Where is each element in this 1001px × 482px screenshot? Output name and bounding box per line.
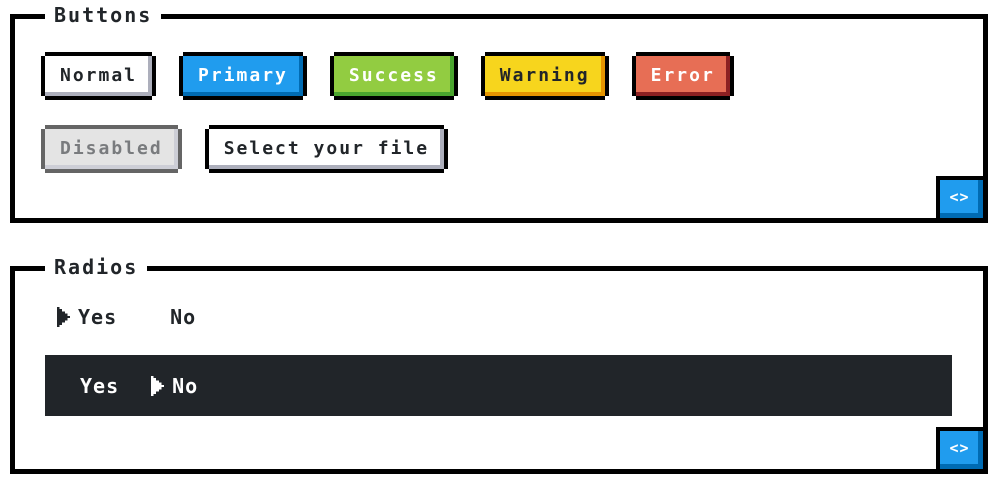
normal-button[interactable]: Normal xyxy=(45,56,153,96)
buttons-section: Buttons Normal Primary Success Warning E… xyxy=(10,2,988,223)
radios-section: Radios Yes xyxy=(10,254,988,474)
radio-checked-arrow-icon xyxy=(151,375,165,396)
button-row-1: Normal Primary Success Warning Error xyxy=(45,19,983,96)
radio-label: No xyxy=(170,305,197,329)
primary-button[interactable]: Primary xyxy=(183,56,303,96)
radio-option-yes-dark[interactable]: Yes xyxy=(59,375,119,397)
radio-checked-arrow-icon xyxy=(57,307,70,327)
warning-button[interactable]: Warning xyxy=(484,56,605,96)
radio-option-no-dark[interactable]: No xyxy=(151,375,198,397)
show-code-button[interactable]: <> xyxy=(936,176,983,218)
radio-option-no[interactable]: No xyxy=(149,306,196,328)
show-code-button[interactable]: <> xyxy=(936,427,983,469)
success-button[interactable]: Success xyxy=(333,56,454,96)
error-button[interactable]: Error xyxy=(635,56,730,96)
radio-option-yes[interactable]: Yes xyxy=(57,306,117,328)
code-icon: <> xyxy=(949,438,970,457)
file-select-button[interactable]: Select your file xyxy=(208,129,445,169)
radios-section-title: Radios xyxy=(45,254,148,280)
disabled-button: Disabled xyxy=(45,129,178,169)
button-row-2: Disabled Select your file xyxy=(45,129,983,169)
radio-label: No xyxy=(172,373,199,398)
radio-group-light: Yes No xyxy=(57,306,983,328)
radio-label: Yes xyxy=(80,373,120,398)
code-icon: <> xyxy=(949,187,970,206)
radio-group-dark: Yes No xyxy=(45,355,952,416)
radio-label: Yes xyxy=(78,305,118,329)
buttons-section-title: Buttons xyxy=(45,2,162,28)
